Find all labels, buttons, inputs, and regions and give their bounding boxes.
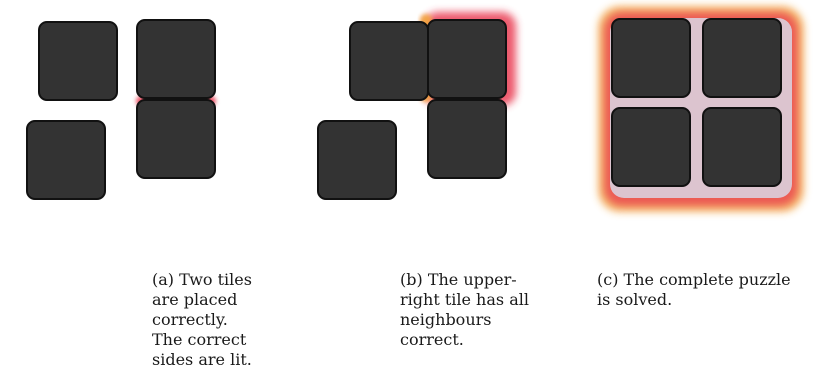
puzzle-figure xyxy=(0,6,804,212)
caption-a: (a) Two tiles are placed correctly. The … xyxy=(152,270,252,369)
caption-c: (c) The complete puzzle is solved. xyxy=(597,270,791,309)
caption-b: (b) The upper-right tile has all neighbo… xyxy=(400,270,529,349)
panel-a xyxy=(27,20,216,199)
panel-c xyxy=(598,6,804,212)
panel-b xyxy=(318,12,516,199)
